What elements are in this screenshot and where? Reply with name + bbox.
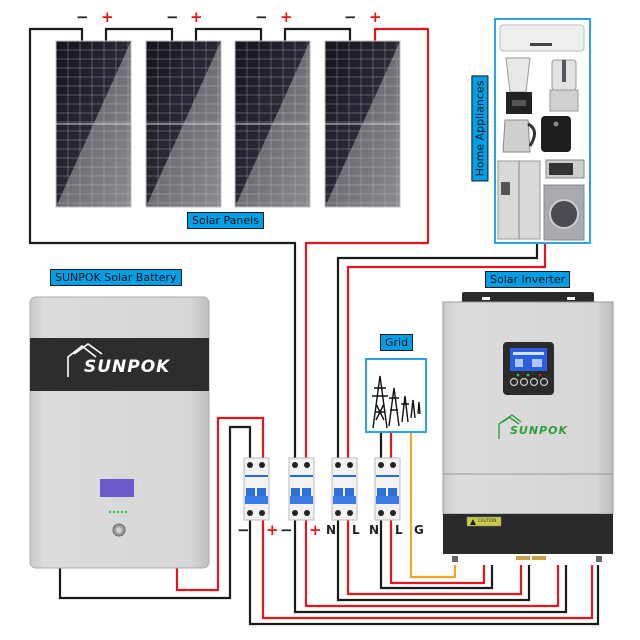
washing-machine-icon xyxy=(543,184,585,241)
battery-logo-house-icon xyxy=(67,343,103,377)
solar-panel xyxy=(145,40,222,208)
inverter-button-down[interactable] xyxy=(529,377,539,387)
breaker-load-live-label: L xyxy=(352,523,360,537)
solar-panel xyxy=(324,40,401,208)
solar-breaker-neg-out xyxy=(293,520,568,614)
panel-3-positive-sign: + xyxy=(280,8,293,26)
solar-breaker-pos-out xyxy=(304,520,560,608)
load-live-wire xyxy=(346,244,547,458)
grid-breaker-l-out xyxy=(389,520,486,585)
breaker-load-neutral-label: N xyxy=(326,523,337,537)
panel-1-negative-sign: − xyxy=(76,8,89,26)
refrigerator-icon xyxy=(497,160,541,240)
breaker-grid[interactable] xyxy=(374,457,401,521)
breaker-battery-negative-label: − xyxy=(237,521,250,539)
panel-jumper-3-4 xyxy=(283,27,352,41)
grid-ground-wire xyxy=(409,433,457,579)
breaker-solar[interactable] xyxy=(288,457,315,521)
blender-icon xyxy=(505,57,532,114)
grid-panel xyxy=(365,358,427,433)
string-positive-wire xyxy=(304,27,430,458)
solar-panel xyxy=(55,40,132,208)
solar-battery xyxy=(29,296,210,569)
load-breaker-l-out xyxy=(346,520,523,596)
inverter-buttons xyxy=(509,377,549,387)
breaker-solar-negative-label: − xyxy=(280,521,293,539)
panel-3-negative-sign: − xyxy=(255,8,268,26)
breaker-battery-positive-label: + xyxy=(266,521,279,539)
food-processor-icon xyxy=(549,59,579,112)
breaker-group xyxy=(243,457,401,521)
inverter-logo-house-icon xyxy=(498,414,522,439)
power-tower-icon xyxy=(372,375,421,429)
battery-breaker-neg-out xyxy=(248,520,600,626)
panel-1-positive-sign: + xyxy=(101,8,114,26)
caution-label-text: CAUTION xyxy=(478,518,497,523)
home-appliances-panel xyxy=(494,18,591,244)
grid-breaker-n-out xyxy=(379,520,494,590)
kettle-icon xyxy=(502,119,536,153)
panel-4-positive-sign: + xyxy=(369,8,382,26)
inverter-button-esc[interactable] xyxy=(509,377,519,387)
grid-label: Grid xyxy=(380,334,414,351)
battery-label: SUNPOK Solar Battery xyxy=(50,269,182,286)
inverter-control-panel xyxy=(503,342,554,395)
battery-brand-logo: SUNPOK xyxy=(84,357,171,377)
load-neutral-wire xyxy=(336,244,539,458)
battery-negative-wire xyxy=(58,425,252,600)
inverter-terminals xyxy=(452,556,602,562)
load-breaker-n-out xyxy=(336,520,531,602)
breaker-grid-neutral-label: N xyxy=(369,523,380,537)
battery-indicator-leds xyxy=(108,480,141,514)
inverter-brand-logo: SUNPOK xyxy=(510,424,568,437)
inverter-label: Solar Inverter xyxy=(485,271,571,288)
breaker-battery[interactable] xyxy=(243,457,270,521)
battery-positive-wire xyxy=(175,416,265,592)
panel-jumper-2-3 xyxy=(194,27,263,41)
breaker-grid-live-label: L xyxy=(395,523,403,537)
air-fryer-icon xyxy=(541,116,571,152)
wires xyxy=(28,27,600,626)
ground-label: G xyxy=(414,523,424,537)
inverter-button-up[interactable] xyxy=(519,377,529,387)
toaster-oven-icon xyxy=(545,159,585,179)
string-negative-wire xyxy=(28,27,297,458)
breaker-load[interactable] xyxy=(331,457,358,521)
battery-power-button[interactable] xyxy=(112,523,126,537)
solar-inverter xyxy=(442,292,614,562)
air-conditioner-icon xyxy=(499,24,585,52)
home-appliances-label: Home Appliances xyxy=(471,75,489,182)
inverter-button-enter[interactable] xyxy=(539,377,549,387)
panel-4-negative-sign: − xyxy=(344,8,357,26)
panel-2-negative-sign: − xyxy=(166,8,179,26)
panel-jumper-1-2 xyxy=(104,27,174,41)
caution-label xyxy=(466,516,502,527)
solar-panel-array xyxy=(55,40,401,208)
panel-2-positive-sign: + xyxy=(190,8,203,26)
solar-panel xyxy=(234,40,311,208)
battery-breaker-pos-out xyxy=(261,520,594,620)
breaker-solar-positive-label: + xyxy=(309,521,322,539)
solar-panels-label: Solar Panels xyxy=(187,212,264,229)
